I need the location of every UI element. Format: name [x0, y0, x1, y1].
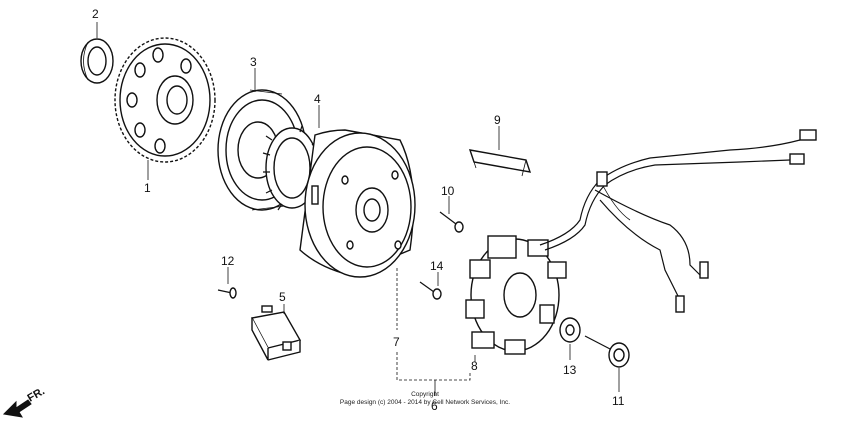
- copyright-label: Copyright: [411, 391, 439, 398]
- arrow-left-icon: [2, 399, 32, 418]
- part-9-clamp: [468, 149, 532, 177]
- part-11-bolt: [584, 335, 630, 368]
- part-1-starter-gear: [114, 37, 216, 163]
- callout-8: 8: [471, 359, 478, 373]
- wiring-harness: [539, 129, 817, 313]
- callout-6: 6: [431, 399, 438, 413]
- direction-label: FR.: [26, 385, 47, 404]
- part-7-flywheel: [299, 129, 416, 278]
- callout-12: 12: [221, 254, 235, 268]
- leader-lines: [96, 22, 620, 396]
- callout-9: 9: [494, 113, 501, 127]
- callout-3: 3: [250, 55, 257, 69]
- callout-4: 4: [314, 92, 321, 106]
- part-10-bolt: [439, 211, 464, 233]
- callout-7: 7: [393, 335, 400, 349]
- callout-10: 10: [441, 184, 455, 198]
- part-5-pulse-generator: [250, 305, 302, 361]
- callout-11: 11: [612, 394, 625, 408]
- part-14-screw: [419, 281, 442, 300]
- callouts: 2 1 3 4 9 10 14 12 5 7 8 6 13 11: [92, 7, 625, 413]
- callout-1: 1: [144, 181, 151, 195]
- callout-14: 14: [430, 259, 444, 273]
- callout-5: 5: [279, 290, 286, 304]
- part-12-screw: [217, 287, 237, 299]
- copyright-notice: Page design (c) 2004 - 2014 by Cell Netw…: [340, 399, 510, 406]
- part-8-stator: [465, 235, 567, 355]
- part-2-washer: [80, 38, 114, 84]
- front-direction-indicator: FR.: [2, 385, 47, 418]
- callout-13: 13: [563, 363, 577, 377]
- part-13-washer: [559, 317, 581, 343]
- callout-2: 2: [92, 7, 99, 21]
